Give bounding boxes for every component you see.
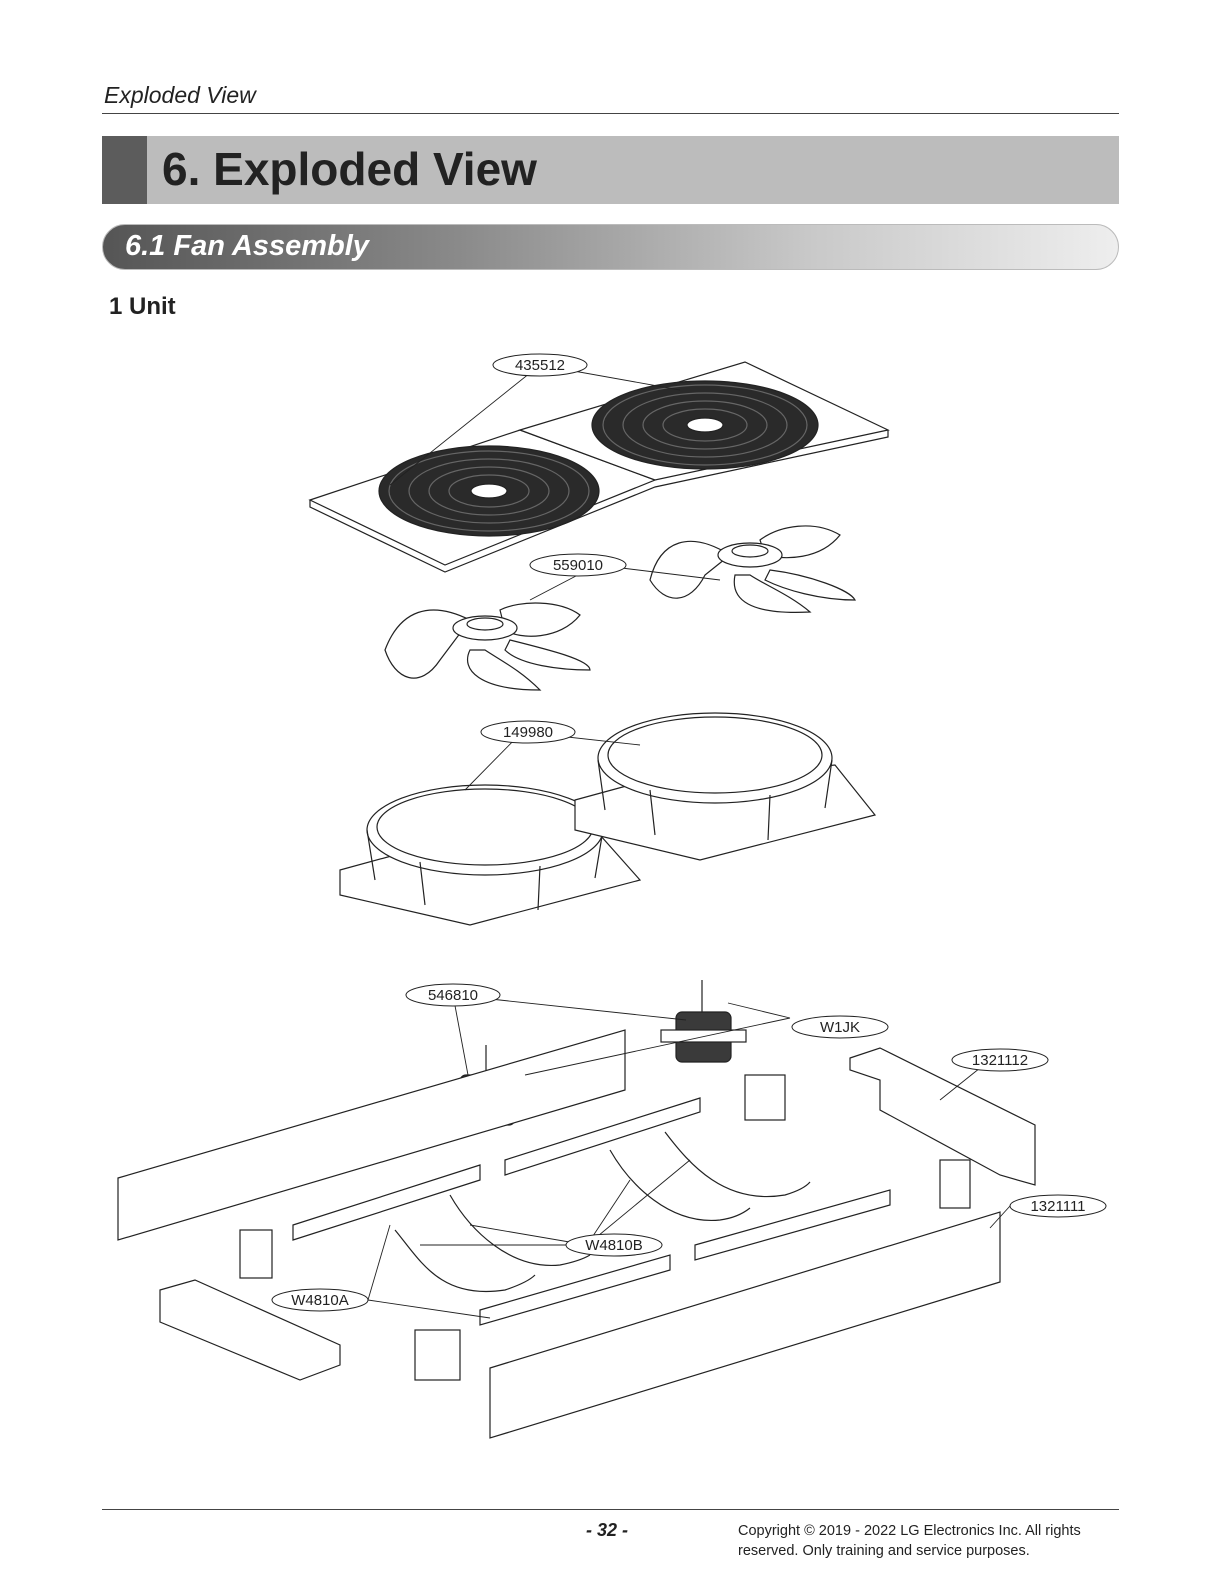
callout-W1JK: W1JK: [791, 1015, 889, 1039]
fan-shroud-left: [339, 784, 642, 926]
callout-149980: 149980: [480, 720, 576, 744]
corner-bracket-2: [939, 1159, 971, 1209]
motor-bracket-rail-b: [504, 1097, 701, 1176]
callout-435512: 435512: [492, 353, 588, 377]
motor-bracket-rail-a: [292, 1164, 481, 1241]
corner-bracket-1: [744, 1074, 786, 1121]
callout-label: 559010: [553, 557, 603, 574]
motor-bracket-rail-d: [694, 1189, 891, 1261]
callout-label: 435512: [515, 357, 565, 374]
callout-label: 1321111: [1030, 1198, 1085, 1215]
motor-bracket-rail-c: [479, 1254, 671, 1326]
callout-1321111: 1321111: [1009, 1194, 1107, 1218]
support-w4810b: [609, 1149, 751, 1221]
copyright-line-1: Copyright © 2019 - 2022 LG Electronics I…: [738, 1523, 1081, 1539]
callout-label: 1321112: [972, 1052, 1028, 1069]
fan-motor-right: [660, 980, 747, 1063]
support-w4810a: [394, 1229, 536, 1293]
long-panel-front: [489, 1211, 1001, 1439]
running-header: Exploded View: [104, 82, 256, 108]
callout-1321112: 1321112: [951, 1048, 1049, 1072]
long-panel-back: [117, 1029, 626, 1241]
propeller-fan-right: [649, 525, 856, 613]
base-frame-parts: [117, 1029, 1036, 1439]
callout-label: W4810A: [291, 1292, 349, 1309]
callout-label: 546810: [428, 987, 478, 1004]
chapter-title: 6. Exploded View: [162, 143, 537, 195]
callout-559010: 559010: [529, 553, 627, 577]
support-w4810a-2: [449, 1194, 591, 1266]
top-panel-grilles: [308, 361, 890, 573]
copyright-line-2: reserved. Only training and service purp…: [738, 1543, 1030, 1559]
callout-label: W1JK: [820, 1019, 860, 1036]
subsection-title: 1 Unit: [109, 293, 176, 320]
callout-W4810B: W4810B: [565, 1233, 663, 1257]
page-number: - 32 -: [586, 1520, 629, 1540]
copyright-notice: Copyright © 2019 - 2022 LG Electronics I…: [738, 1521, 1118, 1561]
section-title-bar: 6.1 Fan Assembly: [102, 224, 1119, 270]
chapter-title-accent: [102, 136, 147, 204]
corner-bracket-3: [239, 1229, 273, 1279]
callout-546810: 546810: [405, 983, 501, 1007]
rail-1321112: [849, 1047, 1036, 1186]
propeller-fan-left: [384, 602, 591, 691]
chapter-title-bar: 6. Exploded View: [102, 136, 1119, 204]
callout-label: 149980: [503, 724, 553, 741]
footer-rule: [102, 1509, 1119, 1510]
end-panel-left: [159, 1279, 341, 1381]
callout-label: W4810B: [585, 1237, 643, 1254]
corner-bracket-4: [414, 1329, 461, 1381]
callout-W4810A: W4810A: [271, 1288, 369, 1312]
section-title: 6.1 Fan Assembly: [125, 230, 369, 262]
header-rule: [102, 113, 1119, 114]
fan-shroud-right: [574, 712, 877, 861]
support-w4810b-2: [664, 1131, 811, 1198]
